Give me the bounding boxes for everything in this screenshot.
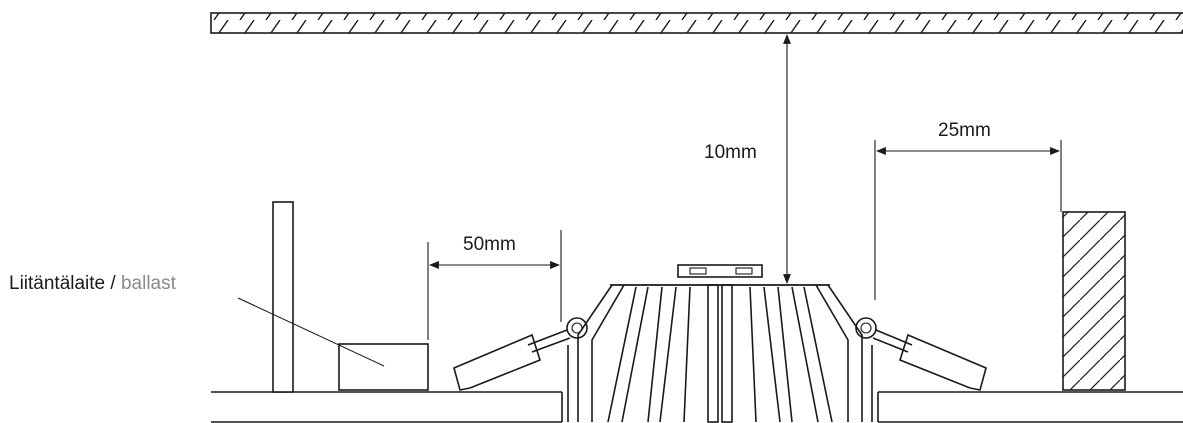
ballast-label-en: ballast xyxy=(121,273,177,294)
right-spring-clip xyxy=(855,317,987,391)
dimension-ceiling-clearance: 10mm xyxy=(704,34,791,284)
dimension-side-clearance-left: 50mm xyxy=(427,230,562,340)
downlight-fixture xyxy=(567,264,873,423)
left-spring-clip xyxy=(453,317,588,391)
left-post xyxy=(272,201,294,393)
ballast-callout: Liitäntälaite / ballast xyxy=(9,273,385,367)
suspended-ceiling-panel xyxy=(211,391,1183,423)
ballast-label-separator: / xyxy=(105,273,121,294)
ballast-leader-line xyxy=(237,297,385,367)
label-50mm: 50mm xyxy=(463,234,516,255)
ballast-label-fi: Liitäntälaite xyxy=(9,273,105,294)
ceiling-slab xyxy=(210,12,1183,34)
right-obstacle xyxy=(1062,211,1126,391)
label-10mm: 10mm xyxy=(704,142,757,163)
ballast-label: Liitäntälaite / ballast xyxy=(9,273,177,294)
label-25mm: 25mm xyxy=(938,120,991,141)
dimension-side-clearance-right: 25mm xyxy=(874,120,1062,300)
